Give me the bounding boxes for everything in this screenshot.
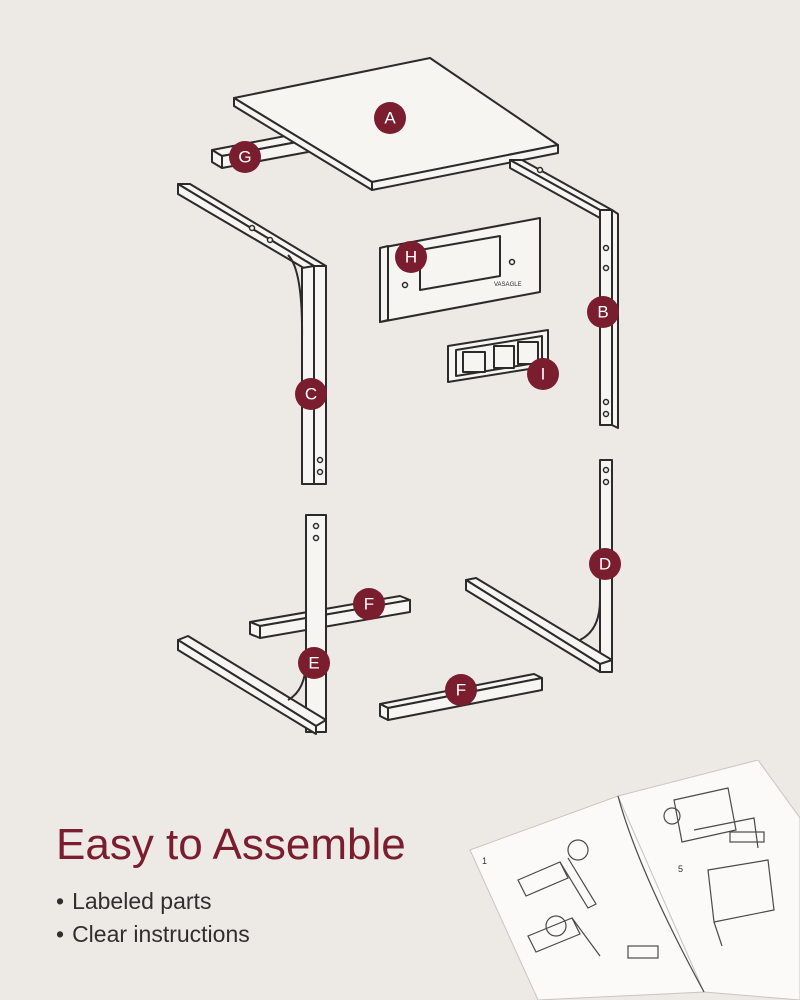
label-badge-a: A [374,102,406,134]
svg-text:G: G [238,148,251,167]
feature-item: Clear instructions [56,921,250,948]
label-badge-f-upper: F [353,588,385,620]
manual-step-number: 5 [678,864,683,874]
headline: Easy to Assemble [56,820,406,869]
label-badge-d: D [589,548,621,580]
manual-left-illustration [517,839,659,959]
svg-text:F: F [456,681,466,700]
svg-text:D: D [599,555,611,574]
manual-right-illustration [663,787,775,947]
label-badge-e: E [298,647,330,679]
svg-text:H: H [405,248,417,267]
feature-item: Labeled parts [56,888,250,915]
outlet-icon [493,345,515,369]
svg-text:E: E [308,654,319,673]
part-f-crossbar [249,595,411,639]
part-i-power-strip [447,329,549,383]
feature-list: Labeled parts Clear instructions [56,888,250,954]
instruction-manual-image: 1 5 [469,760,800,1000]
usb-port-icon [462,351,486,373]
label-badge-i: I [527,358,559,390]
svg-text:C: C [305,385,317,404]
manual-page-number: 1 [482,856,487,866]
label-badge-g: G [229,141,261,173]
svg-text:F: F [364,595,374,614]
brand-label: VASAGLE [494,282,522,288]
outlet-icon [517,341,539,365]
svg-text:A: A [384,109,396,128]
label-badge-c: C [295,378,327,410]
svg-text:I: I [541,365,546,384]
part-c-left-upper-frame [177,183,327,485]
svg-text:B: B [597,303,608,322]
label-badge-h: H [395,241,427,273]
label-badge-b: B [587,296,619,328]
label-badge-f-lower: F [445,674,477,706]
